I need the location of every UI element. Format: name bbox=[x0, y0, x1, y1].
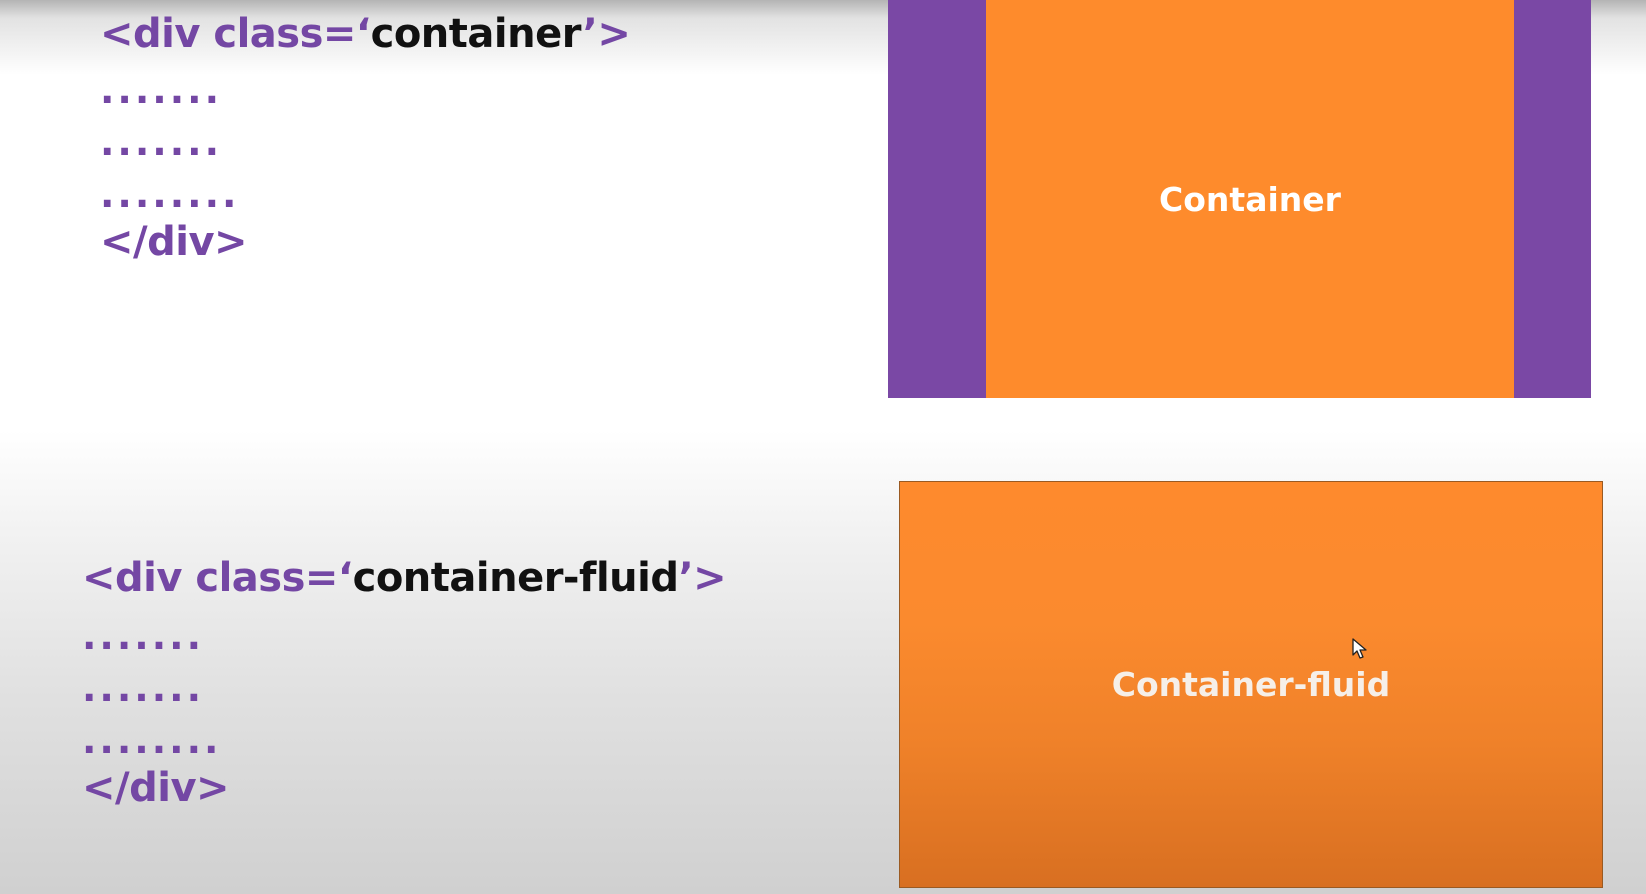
open-tag-prefix: <div class=‘ bbox=[100, 11, 371, 57]
container-label: Container bbox=[1159, 179, 1341, 219]
content-placeholder-dots: ....... bbox=[100, 120, 223, 164]
content-placeholder-dots: ....... bbox=[82, 614, 205, 658]
open-tag-suffix: ’> bbox=[678, 555, 727, 601]
open-tag-suffix: ’> bbox=[582, 11, 631, 57]
container-content-box: Container bbox=[986, 0, 1514, 398]
container-diagram: Container bbox=[888, 0, 1591, 398]
container-fluid-open-tag: <div class=‘container-fluid’> bbox=[82, 554, 727, 602]
content-placeholder-dots: ........ bbox=[82, 718, 222, 762]
content-placeholder-dots: ....... bbox=[100, 68, 223, 112]
class-name: container-fluid bbox=[352, 555, 679, 601]
mouse-pointer-icon bbox=[1352, 638, 1367, 659]
container-open-tag: <div class=‘container’> bbox=[100, 10, 631, 58]
content-placeholder-dots: ........ bbox=[100, 172, 240, 216]
container-fluid-close-tag: </div> bbox=[82, 765, 230, 811]
content-placeholder-dots: ....... bbox=[82, 666, 205, 710]
open-tag-prefix: <div class=‘ bbox=[82, 555, 353, 601]
container-fluid-label: Container-fluid bbox=[1111, 665, 1391, 704]
container-close-tag: </div> bbox=[100, 219, 248, 265]
class-name: container bbox=[370, 11, 584, 57]
container-fluid-diagram: Container-fluid bbox=[899, 481, 1603, 888]
